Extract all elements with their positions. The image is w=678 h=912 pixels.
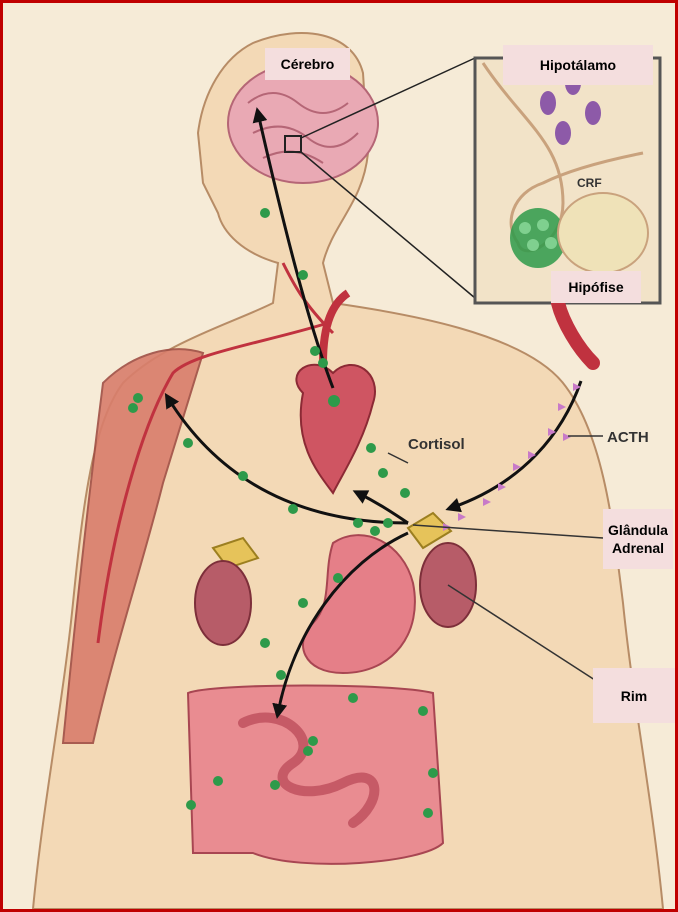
label-glandula-line2: Adrenal: [612, 539, 664, 557]
label-rim: Rim: [593, 668, 675, 723]
label-glandula-adrenal: Glândula Adrenal: [603, 509, 673, 569]
label-hipofise: Hipófise: [551, 271, 641, 303]
pituitary-inset: [475, 58, 660, 303]
kidney-left: [195, 561, 251, 645]
large-intestine: [188, 686, 443, 864]
label-hipotalamo: Hipotálamo: [503, 45, 653, 85]
label-cerebro: Cérebro: [265, 48, 350, 80]
endocrine-illustration: CRF: [3, 3, 675, 909]
brain-shape: [228, 63, 378, 183]
label-glandula-line1: Glândula: [608, 521, 668, 539]
acth-label: ACTH: [607, 429, 649, 446]
crf-label: CRF: [577, 176, 602, 190]
cortisol-label: Cortisol: [408, 436, 465, 453]
blood-vessel: [558, 303, 593, 363]
